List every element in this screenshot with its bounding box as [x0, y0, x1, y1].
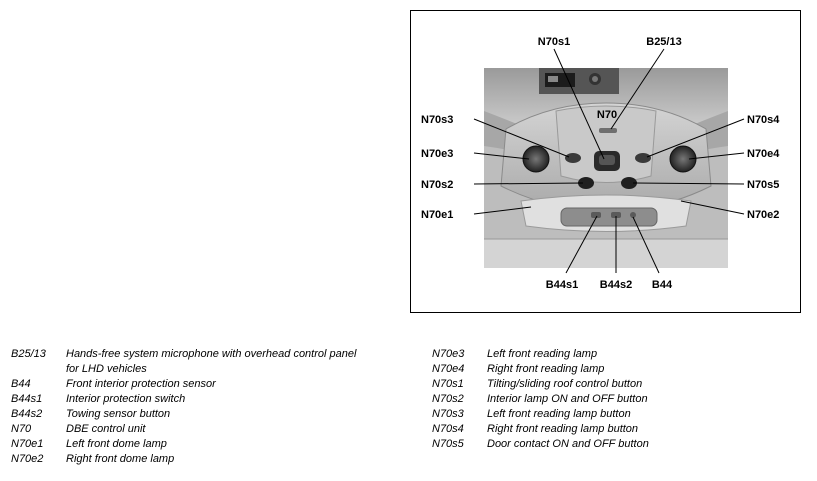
leader-lines [473, 48, 745, 274]
interior-protection-switch [591, 212, 601, 218]
label-n70e3: N70e3 [421, 148, 453, 160]
leader-n70e4 [688, 152, 745, 160]
legend-description: Hands-free system microphone with overhe… [66, 348, 357, 375]
legend-code: B44s2 [11, 408, 43, 420]
interior-protection-module [560, 207, 658, 227]
legend-row: N70s3 Left front reading lamp button [432, 407, 802, 422]
legend-description: Interior lamp ON and OFF button [487, 393, 648, 405]
legend-row: N70e1 Left front dome lamp [11, 437, 391, 452]
interior-lamp-button [578, 177, 594, 189]
legend-row: B44 Front interior protection sensor [11, 377, 391, 392]
legend-code: N70e4 [432, 363, 465, 375]
legend-description: Left front dome lamp [66, 438, 167, 450]
legend-code: N70e3 [432, 348, 465, 360]
legend-row: N70e4 Right front reading lamp [432, 362, 802, 377]
door-contact-button [621, 177, 637, 189]
legend-left: B25/13 Hands-free system microphone with … [11, 347, 391, 467]
legend-description: Front interior protection sensor [66, 378, 216, 390]
legend-description: Right front dome lamp [66, 453, 175, 465]
legend-code: N70 [11, 423, 32, 435]
label-n70s4: N70s4 [747, 114, 780, 126]
legend-row: N70s5 Door contact ON and OFF button [432, 437, 802, 452]
sunroof-display-segment [548, 76, 558, 82]
interior-protection-sensor [630, 212, 636, 218]
legend-description: Left front reading lamp [487, 348, 598, 360]
leader-b25-13 [610, 48, 665, 130]
label-n70e2: N70e2 [747, 209, 779, 221]
legend-row: B44s2 Towing sensor button [11, 407, 391, 422]
legend-row: N70s4 Right front reading lamp button [432, 422, 802, 437]
label-n70e4: N70e4 [747, 148, 780, 160]
sunroof-switch-cap [599, 155, 615, 165]
legend-code: B44s1 [11, 393, 43, 405]
legend-description: Interior protection switch [66, 393, 186, 405]
label-b44s1: B44s1 [546, 279, 578, 291]
legend-row: N70s1 Tilting/sliding roof control button [432, 377, 802, 392]
legend-code: N70e1 [11, 438, 44, 450]
label-b44: B44 [652, 279, 673, 291]
legend-code: N70s3 [432, 408, 464, 420]
left-reading-lamp [522, 145, 550, 173]
leader-n70e2 [680, 200, 745, 215]
legend-code: B44 [11, 378, 31, 390]
sunroof-knob-center [592, 76, 598, 82]
label-n70s1: N70s1 [538, 36, 570, 48]
legend-row: N70e3 Left front reading lamp [432, 347, 802, 362]
legend-description: Door contact ON and OFF button [487, 438, 649, 450]
right-reading-lamp-button [635, 153, 651, 163]
label-n70: N70 [597, 109, 617, 121]
label-n70e1: N70e1 [421, 209, 453, 221]
label-b25-13: B25/13 [646, 36, 681, 48]
photo-area [484, 68, 728, 268]
diagram-frame: N70s1 B25/13 N70 N70s3 N70s4 N70e3 N70e4… [410, 10, 801, 313]
legend-code: N70s5 [432, 438, 464, 450]
leader-n70s2 [473, 182, 584, 185]
leader-b44 [632, 216, 660, 274]
right-reading-lamp [669, 145, 697, 173]
label-n70s3: N70s3 [421, 114, 453, 126]
legend-description: DBE control unit [66, 423, 146, 435]
leader-b44s1 [565, 215, 598, 274]
overhead-control-panel-diagram: N70s1 B25/13 N70 N70s3 N70s4 N70e3 N70e4… [421, 36, 780, 291]
legend-code: N70s2 [432, 393, 464, 405]
leader-n70e1 [473, 206, 532, 215]
legend-code: N70s4 [432, 423, 464, 435]
lower-headliner [484, 239, 728, 268]
legend-description: Left front reading lamp button [487, 408, 631, 420]
legend-row: N70 DBE control unit [11, 422, 391, 437]
microphone-grille [599, 128, 617, 133]
legend-row: N70e2 Right front dome lamp [11, 452, 391, 467]
left-reading-lamp-button [565, 153, 581, 163]
leader-n70s4 [646, 118, 745, 158]
legend-description: Tilting/sliding roof control button [487, 378, 643, 390]
leader-n70s3 [473, 118, 570, 158]
legend-description: Towing sensor button [66, 408, 171, 420]
towing-sensor-button [611, 212, 621, 218]
leader-n70e3 [473, 152, 530, 160]
legend-description: Right front reading lamp [487, 363, 605, 375]
label-b44s2: B44s2 [600, 279, 632, 291]
leader-n70s1 [553, 48, 605, 160]
legend-code: N70e2 [11, 453, 44, 465]
leader-n70s5 [632, 182, 745, 185]
legend-description: Right front reading lamp button [487, 423, 639, 435]
legend-row: B44s1 Interior protection switch [11, 392, 391, 407]
legend-row: N70s2 Interior lamp ON and OFF button [432, 392, 802, 407]
legend-row: B25/13 Hands-free system microphone with … [11, 347, 391, 377]
label-n70s5: N70s5 [747, 179, 779, 191]
legend-code: B25/13 [11, 348, 46, 360]
label-n70s2: N70s2 [421, 179, 453, 191]
legend-code: N70s1 [432, 378, 464, 390]
